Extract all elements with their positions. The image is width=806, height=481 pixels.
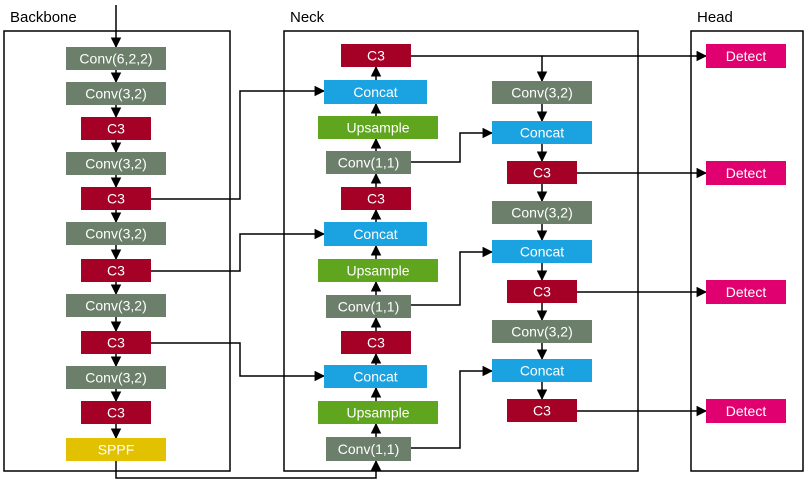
head-blocks: Detect Detect Detect Detect <box>706 44 786 423</box>
backbone-c3-b: C3 <box>81 187 151 210</box>
svg-text:Conv(3,2): Conv(3,2) <box>85 298 146 314</box>
svg-text:Conv(3,2): Conv(3,2) <box>85 156 146 172</box>
neck-frame <box>283 30 639 472</box>
svg-text:Conv(1,1): Conv(1,1) <box>338 155 399 171</box>
neck-right-c3-a: C3 <box>507 161 577 184</box>
svg-text:C3: C3 <box>533 165 551 181</box>
connection-wires <box>110 5 708 479</box>
svg-text:Conv(3,2): Conv(3,2) <box>511 85 572 101</box>
head-title: Head <box>697 9 733 26</box>
neck-right-conv-3-2-c: Conv(3,2) <box>492 320 592 343</box>
svg-text:C3: C3 <box>533 284 551 300</box>
neck-upsample-3: Upsample <box>318 401 438 424</box>
neck-concat-2: Concat <box>324 222 427 246</box>
neck-conv-1-1-b: Conv(1,1) <box>326 295 411 318</box>
backbone-title: Backbone <box>10 9 77 26</box>
neck-upsample-1: Upsample <box>318 116 438 139</box>
neck-right-conv-3-2-b: Conv(3,2) <box>492 201 592 224</box>
svg-text:C3: C3 <box>367 48 385 64</box>
backbone-conv-3-2-a: Conv(3,2) <box>66 82 166 105</box>
svg-text:SPPF: SPPF <box>98 442 135 458</box>
svg-text:C3: C3 <box>107 335 125 351</box>
svg-text:Conv(6,2,2): Conv(6,2,2) <box>79 51 152 67</box>
neck-right-concat-1: Concat <box>492 121 592 144</box>
neck-left-blocks: C3 Concat Upsample Conv(1,1) C3 Concat U… <box>318 44 438 461</box>
head-detect-3: Detect <box>706 280 786 304</box>
neck-c3-low: C3 <box>341 331 411 354</box>
svg-text:Conv(1,1): Conv(1,1) <box>338 299 399 315</box>
svg-text:Concat: Concat <box>353 226 397 242</box>
svg-text:Detect: Detect <box>726 165 767 181</box>
svg-text:Upsample: Upsample <box>346 120 409 136</box>
svg-text:C3: C3 <box>107 263 125 279</box>
backbone-conv-3-2-b: Conv(3,2) <box>66 152 166 175</box>
backbone-c3-c: C3 <box>81 259 151 282</box>
backbone-conv-3-2-c: Conv(3,2) <box>66 222 166 245</box>
svg-text:C3: C3 <box>107 191 125 207</box>
svg-text:Concat: Concat <box>353 84 397 100</box>
backbone-frame <box>3 30 231 472</box>
svg-text:Conv(3,2): Conv(3,2) <box>85 226 146 242</box>
neck-right-concat-3: Concat <box>492 359 592 382</box>
neck-concat-1: Concat <box>324 80 427 104</box>
backbone-sppf: SPPF <box>66 438 166 461</box>
neck-right-concat-2: Concat <box>492 240 592 263</box>
svg-text:Conv(3,2): Conv(3,2) <box>511 205 572 221</box>
neck-conv-1-1-c: Conv(1,1) <box>326 437 411 461</box>
neck-title: Neck <box>290 9 325 26</box>
svg-text:Conv(3,2): Conv(3,2) <box>511 324 572 340</box>
head-detect-2: Detect <box>706 161 786 185</box>
backbone-c3-e: C3 <box>81 401 151 424</box>
backbone-conv-3-2-e: Conv(3,2) <box>66 366 166 389</box>
svg-text:Detect: Detect <box>726 403 767 419</box>
svg-text:Concat: Concat <box>353 369 397 385</box>
neck-upsample-2: Upsample <box>318 259 438 282</box>
neck-c3-mid: C3 <box>341 187 411 210</box>
backbone-c3-a: C3 <box>81 117 151 140</box>
svg-text:Detect: Detect <box>726 48 767 64</box>
svg-text:Concat: Concat <box>520 125 564 141</box>
neck-c3-top: C3 <box>341 44 411 67</box>
svg-text:Conv(3,2): Conv(3,2) <box>85 370 146 386</box>
svg-text:C3: C3 <box>107 405 125 421</box>
neck-conv-1-1-a: Conv(1,1) <box>326 151 411 174</box>
backbone-conv-6-2-2: Conv(6,2,2) <box>66 47 166 70</box>
backbone-blocks: Conv(6,2,2) Conv(3,2) C3 Conv(3,2) C3 Co… <box>66 47 166 461</box>
svg-text:Upsample: Upsample <box>346 263 409 279</box>
svg-text:C3: C3 <box>107 121 125 137</box>
head-detect-1: Detect <box>706 44 786 68</box>
backbone-conv-3-2-d: Conv(3,2) <box>66 294 166 317</box>
svg-text:C3: C3 <box>533 403 551 419</box>
neck-right-c3-b: C3 <box>507 280 577 303</box>
svg-text:Detect: Detect <box>726 284 767 300</box>
svg-text:Conv(1,1): Conv(1,1) <box>338 441 399 457</box>
svg-text:C3: C3 <box>367 335 385 351</box>
backbone-c3-d: C3 <box>81 331 151 354</box>
neck-concat-3: Concat <box>324 365 427 388</box>
head-detect-4: Detect <box>706 399 786 423</box>
neck-right-c3-c: C3 <box>507 399 577 422</box>
svg-text:Upsample: Upsample <box>346 405 409 421</box>
svg-text:Conv(3,2): Conv(3,2) <box>85 86 146 102</box>
svg-text:Concat: Concat <box>520 363 564 379</box>
svg-text:Concat: Concat <box>520 244 564 260</box>
neck-right-blocks: Conv(3,2) Concat C3 Conv(3,2) Concat C3 … <box>492 81 592 422</box>
neck-right-conv-3-2-a: Conv(3,2) <box>492 81 592 104</box>
head-frame <box>690 30 804 472</box>
svg-text:C3: C3 <box>367 191 385 207</box>
